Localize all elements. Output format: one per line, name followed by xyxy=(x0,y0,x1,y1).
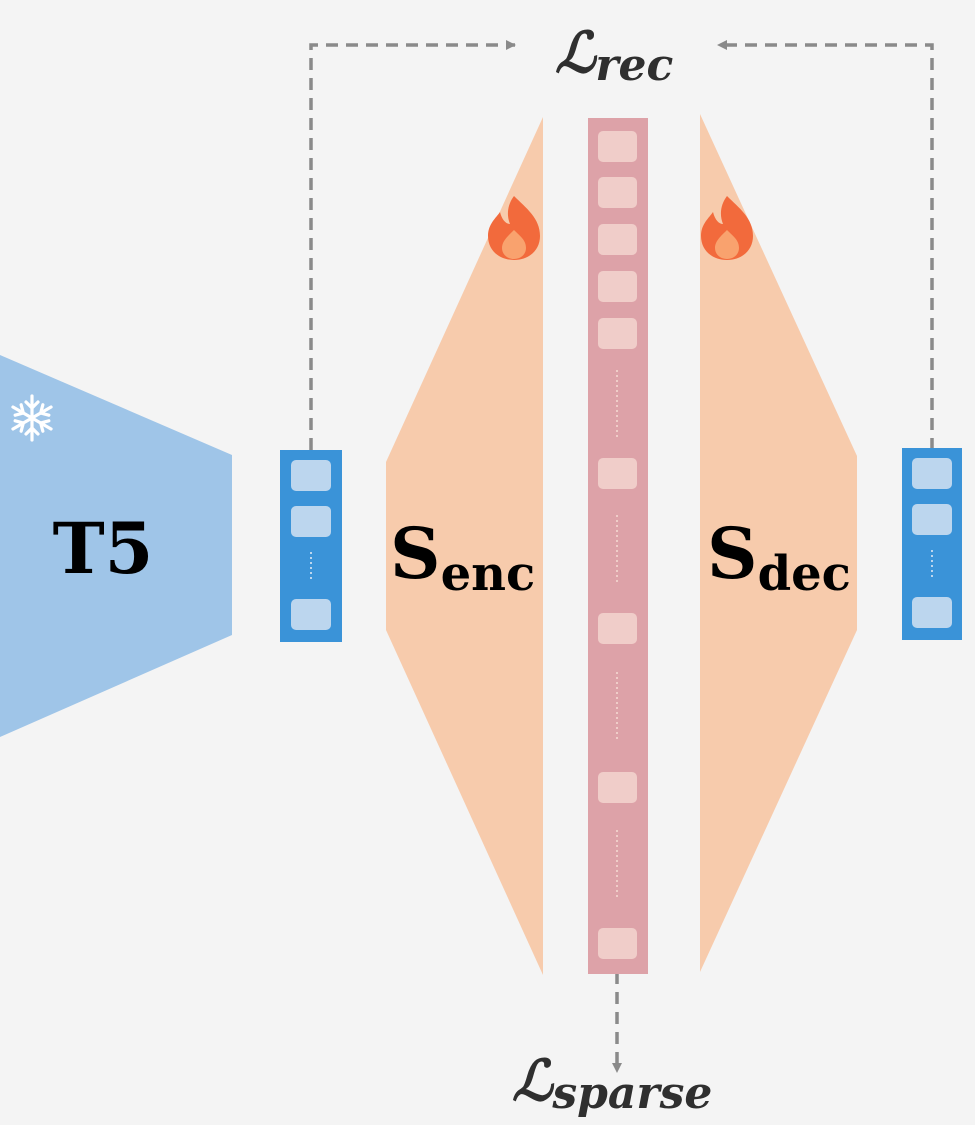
rec-loss-label: ℒrec xyxy=(555,20,674,91)
latent-cell xyxy=(598,318,637,349)
flame-icon xyxy=(488,196,540,260)
encoder-block xyxy=(386,117,543,975)
latent-cell xyxy=(598,271,637,302)
sparse-loss-label: ℒsparse xyxy=(512,1048,712,1119)
sparse-latent-column xyxy=(588,118,648,974)
latent-cell xyxy=(598,458,637,489)
snowflake-icon xyxy=(11,394,53,442)
rec-loss-connectors xyxy=(309,40,934,450)
t5-label: T5 xyxy=(53,507,154,590)
t5-block xyxy=(0,355,232,737)
output-to-rec-loss-arrow xyxy=(717,40,934,450)
latent-cell xyxy=(598,224,637,255)
input-embedding-column xyxy=(280,450,342,642)
latent-cell xyxy=(598,131,637,162)
embedding-cell xyxy=(912,597,952,628)
latent-cell xyxy=(598,177,637,208)
encoder-label: Senc xyxy=(390,512,535,602)
embedding-cell xyxy=(291,506,331,537)
decoder-label: Sdec xyxy=(707,512,851,602)
embedding-cell xyxy=(912,458,952,489)
latent-cell xyxy=(598,772,637,803)
embedding-cell xyxy=(291,460,331,491)
input-to-rec-loss-arrow xyxy=(309,40,516,450)
flame-icon xyxy=(701,196,753,260)
output-embedding-column xyxy=(902,448,962,640)
embedding-cell xyxy=(912,504,952,535)
decoder-block xyxy=(700,114,857,972)
embedding-cell xyxy=(291,599,331,630)
latent-cell xyxy=(598,613,637,644)
latent-cell xyxy=(598,928,637,959)
